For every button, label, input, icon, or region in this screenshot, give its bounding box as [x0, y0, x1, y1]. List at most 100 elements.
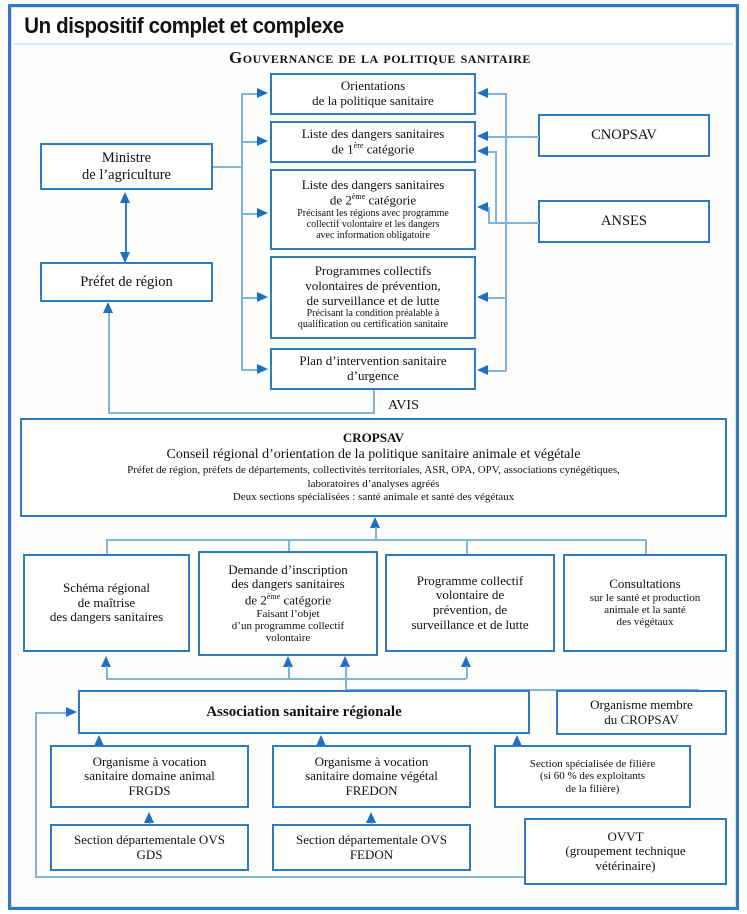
box-cnopsav[interactable]: CNOPSAV [538, 114, 710, 157]
arrow-left-liste2-anses [477, 202, 488, 212]
prog-vol-line2: volontaire de [435, 587, 505, 603]
box-organisme-membre-cropsav[interactable]: Organisme membre du CROPSAV [556, 690, 727, 735]
box-section-specialisee-filiere[interactable]: Section spécialisée de filière (si 60 % … [494, 745, 691, 808]
connector-cnopsav-plan [488, 370, 506, 372]
box-orientations[interactable]: Orientations de la politique sanitaire [270, 73, 476, 115]
section-filiere-line1: Section spécialisée de filière [529, 758, 656, 771]
cropsav-title: CROPSAV [342, 430, 405, 445]
box-ovvt[interactable]: OVVT (groupement technique vétérinaire) [524, 818, 727, 885]
connector-to-orientations [241, 93, 259, 95]
connector-avis-to-prefet-h [108, 412, 374, 414]
arrow-up-ovs-animal [94, 735, 104, 746]
cropsav-sections: Deux sections spécialisées : santé anima… [232, 491, 515, 504]
box-liste-1ere-categorie[interactable]: Liste des dangers sanitaires de 1ère cat… [270, 121, 476, 163]
section-filiere-line3: de la filière) [565, 782, 620, 795]
box-section-departementale-gds[interactable]: Section départementale OVS GDS [50, 824, 249, 871]
arrow-right-plan [257, 364, 268, 374]
arrow-left-plan [477, 365, 488, 375]
orientations-line2: de la politique sanitaire [312, 93, 434, 108]
box-liste-2eme-categorie[interactable]: Liste des dangers sanitaires de 2ème cat… [270, 169, 476, 250]
consultations-note2: animale et la santé [604, 604, 686, 617]
liste1-line1: Liste des dangers sanitaires [301, 125, 445, 141]
prog-vol-line1: Programme collectif [416, 572, 524, 588]
cropsav-members1: Préfet de région, préfets de département… [127, 463, 620, 476]
box-anses[interactable]: ANSES [538, 200, 710, 243]
prog-vol-line3: prévention, de [432, 602, 508, 617]
connector-anses-drop-liste2 [488, 207, 490, 223]
prog-vol-line4: surveillance et de lutte [411, 616, 529, 632]
arrow-left-programmes [477, 292, 488, 302]
demande-note1: Faisant l’objet [256, 607, 320, 620]
connector-loop-v [35, 712, 37, 877]
programmes-note2: qualification ou certification sanitaire [297, 319, 449, 331]
ovs-vegetal-line2: sanitaire domaine végétal [305, 768, 438, 784]
dept-gds-line1: Section départementale OVS [74, 831, 225, 847]
page-title: Un dispositif complet et complexe [24, 13, 344, 38]
box-plan-intervention[interactable]: Plan d’intervention sanitaire d’urgence [270, 348, 476, 390]
connector-cropsav-bus-stem [375, 527, 377, 540]
arrow-up-schema [101, 656, 111, 667]
connector-loop-h-top [35, 712, 67, 714]
arrow-up-programme [461, 656, 471, 667]
box-demande-inscription[interactable]: Demande d’inscription des dangers sanita… [198, 551, 378, 656]
connector-loop-h-bottom [35, 876, 715, 878]
ovs-animal-line1: Organisme à vocation [92, 753, 207, 769]
connector-to-liste2 [241, 213, 259, 215]
connector-assoc-v-schema [106, 666, 108, 679]
anses-label: ANSES [601, 213, 647, 230]
box-section-departementale-fedon[interactable]: Section départementale OVS FEDON [272, 824, 471, 871]
consultations-line1: Consultations [609, 576, 681, 592]
consultations-note3: des végétaux [616, 616, 674, 629]
arrow-up-programme-left [340, 656, 350, 667]
schema-line3: des dangers sanitaires [49, 609, 164, 625]
plan-line1: Plan d’intervention sanitaire [299, 353, 447, 369]
prefet-line1: Préfet de région [80, 273, 173, 290]
arrow-up-ministre [120, 192, 130, 203]
ovs-vegetal-line3: FREDON [345, 782, 398, 798]
box-ovs-vegetal[interactable]: Organisme à vocation sanitaire domaine v… [272, 745, 471, 808]
connector-ministre-out [213, 166, 242, 168]
demande-note3: volontaire [265, 632, 311, 645]
consultations-note1: sur le santé et production [589, 591, 701, 604]
connector-anses-trunk [495, 151, 497, 223]
box-schema-regional[interactable]: Schéma régional de maîtrise des dangers … [23, 554, 190, 652]
box-prefet-region[interactable]: Préfet de région [40, 262, 213, 302]
box-association-sanitaire-regionale[interactable]: Association sanitaire régionale [78, 690, 530, 734]
connector-drop-programme [466, 539, 468, 555]
box-ovs-animal[interactable]: Organisme à vocation sanitaire domaine a… [50, 745, 249, 808]
connector-drop-schema [106, 539, 108, 555]
arrow-right-association-loop [66, 707, 77, 717]
connector-anses-out [495, 222, 539, 224]
dept-fedon-line2: FEDON [349, 846, 394, 862]
connector-cnopsav-liste1 [488, 136, 506, 138]
arrow-left-liste1-anses [477, 146, 488, 156]
demande-line3: de 2ème catégorie [244, 591, 332, 607]
arrow-up-section-dept-gds [144, 812, 154, 823]
box-programme-collectif-volontaire[interactable]: Programme collectif volontaire de préven… [385, 554, 555, 652]
connector-plan-to-avis [373, 390, 375, 414]
connector-to-programmes [241, 297, 259, 299]
ovs-vegetal-line1: Organisme à vocation [314, 753, 429, 769]
arrow-right-liste2 [257, 208, 268, 218]
demande-line2: des dangers sanitaires [231, 576, 345, 592]
demande-note2: d’un programme collectif [231, 619, 345, 632]
box-ministre-agriculture[interactable]: Ministre de l’agriculture [40, 143, 213, 190]
connector-to-liste1 [241, 141, 259, 143]
box-programmes-collectifs[interactable]: Programmes collectifs volontaires de pré… [270, 256, 476, 339]
arrow-right-programmes [257, 292, 268, 302]
box-cropsav[interactable]: CROPSAV Conseil régional d’orientation d… [20, 418, 727, 517]
demande-ordinal: ème [266, 591, 281, 601]
cropsav-subtitle: Conseil régional d’orientation de la pol… [166, 447, 581, 463]
connector-assoc-v-demande [288, 666, 290, 679]
box-consultations[interactable]: Consultations sur le santé et production… [563, 554, 727, 652]
liste2-note3: avec information obligatoire [316, 230, 430, 242]
programmes-line2: volontaires de prévention, [305, 278, 441, 294]
liste2-ordinal: ème [351, 192, 366, 202]
organisme-membre-line2: du CROPSAV [604, 711, 679, 727]
orientations-line1: Orientations [340, 78, 406, 94]
connector-assoc-v-center [345, 666, 347, 690]
liste2-line1: Liste des dangers sanitaires [301, 176, 445, 192]
connector-cropsav-bus [106, 539, 646, 541]
avis-label: AVIS [388, 398, 419, 413]
